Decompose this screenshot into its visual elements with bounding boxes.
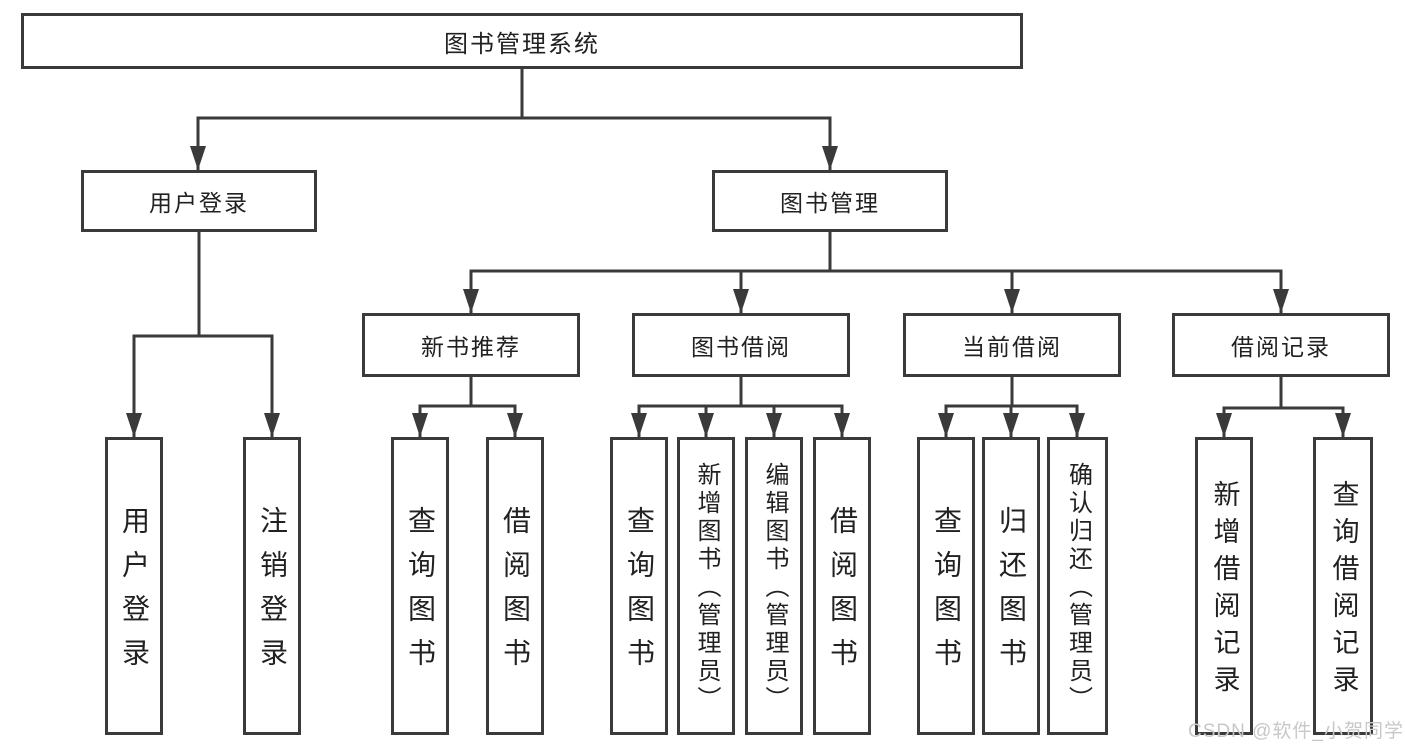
- node-leaf-query-borrow-record: 查询借阅记录: [1313, 437, 1373, 735]
- node-leaf-edit-book-admin: 编辑图书（管理员）: [745, 437, 803, 735]
- node-book-management: 图书管理: [712, 170, 948, 232]
- leaf-label: 查询图书: [405, 506, 436, 682]
- node-leaf-logout: 注销登录: [243, 437, 301, 735]
- leaf-label: 查询图书: [624, 506, 655, 682]
- node-leaf-query-books-2: 查询图书: [610, 437, 668, 735]
- leaf-label: 借阅图书: [500, 506, 531, 682]
- node-leaf-add-book-admin: 新增图书（管理员）: [677, 437, 735, 735]
- node-leaf-return-book: 归还图书: [982, 437, 1040, 735]
- node-leaf-add-borrow-record: 新增借阅记录: [1195, 437, 1253, 735]
- node-new-book-recommend: 新书推荐: [362, 313, 580, 377]
- node-leaf-borrow-books-2: 借阅图书: [813, 437, 871, 735]
- arrowheads: [126, 146, 1351, 437]
- node-leaf-user-login: 用户登录: [105, 437, 163, 735]
- node-leaf-borrow-books-1: 借阅图书: [486, 437, 544, 735]
- node-current-borrowing: 当前借阅: [903, 313, 1121, 377]
- node-system-title: 图书管理系统: [21, 13, 1023, 69]
- leaf-label: 查询图书: [931, 506, 962, 682]
- node-book-borrowing: 图书借阅: [632, 313, 850, 377]
- node-user-login: 用户登录: [81, 170, 317, 232]
- leaf-label: 新增图书（管理员）: [693, 462, 720, 714]
- leaf-label: 编辑图书（管理员）: [761, 462, 788, 714]
- csdn-watermark: CSDN @软件_小贺同学: [1188, 721, 1404, 742]
- leaf-label: 查询借阅记录: [1328, 480, 1359, 702]
- leaf-label: 用户登录: [119, 506, 150, 682]
- leaf-label: 借阅图书: [827, 506, 858, 682]
- leaf-label: 归还图书: [996, 506, 1027, 682]
- leaf-label: 新增借阅记录: [1209, 480, 1240, 702]
- node-leaf-query-books-1: 查询图书: [391, 437, 449, 735]
- node-leaf-query-books-3: 查询图书: [917, 437, 975, 735]
- leaf-label: 注销登录: [257, 506, 288, 682]
- node-leaf-confirm-return-admin: 确认归还（管理员）: [1047, 437, 1108, 735]
- node-borrow-records: 借阅记录: [1172, 313, 1390, 377]
- leaf-label: 确认归还（管理员）: [1064, 462, 1092, 714]
